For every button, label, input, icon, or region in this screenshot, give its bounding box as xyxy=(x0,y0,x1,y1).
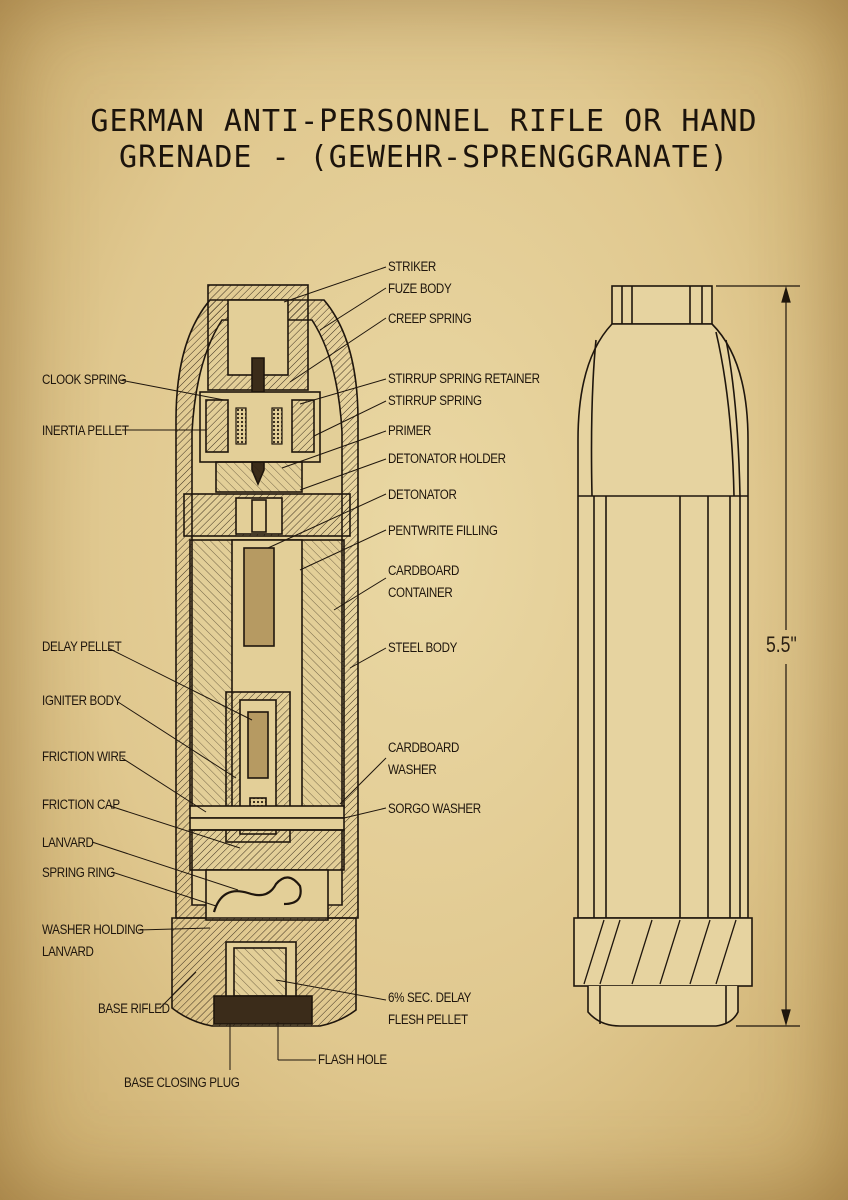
label-lanyard: LANVARD xyxy=(42,835,94,850)
title-line-2: GRENADE - (GEWEHR-SPRENGGRANATE) xyxy=(119,140,729,175)
detonator xyxy=(243,547,275,647)
exterior-grenade xyxy=(573,285,753,1027)
sorgo-washer xyxy=(189,817,345,831)
label-primer: PRIMER xyxy=(388,423,432,438)
cardboard-washer xyxy=(189,805,345,819)
label-friction-wire: FRICTION WIRE xyxy=(42,749,126,764)
label-delay-pellet-right-1: 6% SEC. DELAY xyxy=(388,990,472,1005)
label-spring-ring: SPRING RING xyxy=(42,865,115,880)
cutaway-grenade xyxy=(171,284,359,1027)
label-delay-pellet: DELAY PELLET xyxy=(42,639,122,654)
leader-lines-right xyxy=(267,266,387,1061)
label-delay-pellet-right-2: FLESH PELLET xyxy=(388,1012,468,1027)
label-friction-cap: FRICTION CAP xyxy=(42,797,120,812)
label-washer-holding-1: WASHER HOLDING xyxy=(42,922,144,937)
label-stirrup-spring: STIRRUP SPRING xyxy=(388,393,482,408)
label-steel-body: STEEL BODY xyxy=(388,640,458,655)
leader-lines-left xyxy=(91,379,253,1070)
stirrup-spring xyxy=(235,407,283,445)
label-pentwrite-filling: PENTWRITE FILLING xyxy=(388,523,498,538)
label-fuze-body: FUZE BODY xyxy=(388,281,452,296)
label-cardboard-washer-2: WASHER xyxy=(388,762,437,777)
label-cardboard-container-2: CONTAINER xyxy=(388,585,453,600)
label-detonator-holder: DETONATOR HOLDER xyxy=(388,451,506,466)
label-base-closing-plug: BASE CLOSING PLUG xyxy=(124,1075,240,1090)
label-detonator: DETONATOR xyxy=(388,487,457,502)
label-stirrup-spring-retainer: STIRRUP SPRING RETAINER xyxy=(388,371,540,386)
label-cardboard-container-1: CARDBOARD xyxy=(388,563,460,578)
label-igniter-body: IGNITER BODY xyxy=(42,693,122,708)
label-creep-spring: CREEP SPRING xyxy=(388,311,472,326)
label-sorgo-washer: SORGO WASHER xyxy=(388,801,481,816)
label-inertia-pellet: INERTIA PELLET xyxy=(42,423,129,438)
dimension-label: 5.5" xyxy=(766,632,797,657)
label-base-rifled: BASE RIFLED xyxy=(98,1001,170,1016)
label-flash-hole: FLASH HOLE xyxy=(318,1052,387,1067)
delay-pellet xyxy=(247,711,269,779)
label-washer-holding-2: LANVARD xyxy=(42,944,94,959)
label-striker: STRIKER xyxy=(388,259,436,274)
dimension-line xyxy=(716,285,800,1027)
label-cardboard-washer-1: CARDBOARD xyxy=(388,740,460,755)
base-closing-plug xyxy=(213,995,313,1025)
title-line-1: GERMAN ANTI-PERSONNEL RIFLE OR HAND xyxy=(90,104,758,139)
label-clook-spring: CLOOK SPRING xyxy=(42,372,127,387)
lanyard-cord xyxy=(212,876,302,913)
